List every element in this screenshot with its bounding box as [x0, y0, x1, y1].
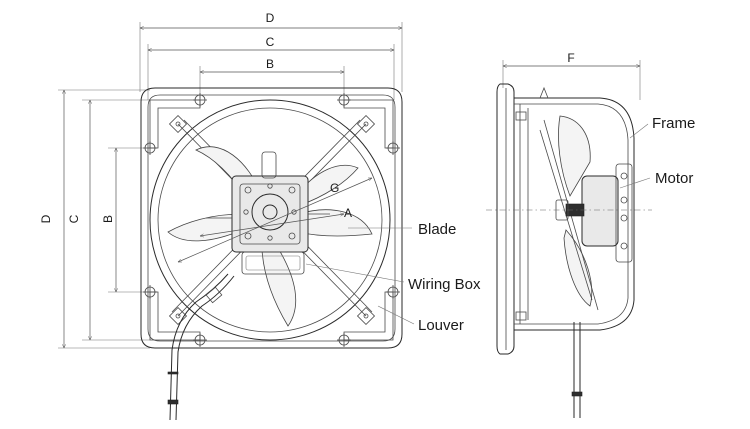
- mounting-holes: [143, 93, 400, 347]
- callout-wiring-box: Wiring Box: [408, 276, 481, 293]
- side-housing: [514, 97, 635, 331]
- wiring-box-leader: [305, 263, 405, 283]
- dim-label-a: A: [344, 206, 352, 220]
- callout-blade: Blade: [418, 221, 456, 238]
- side-blade-upper: [558, 115, 591, 197]
- dim-label-f: F: [567, 51, 574, 65]
- louver-leader: [377, 305, 415, 325]
- dim-label-c-side: C: [67, 214, 81, 223]
- dim-label-d-side: D: [39, 214, 53, 223]
- shroud-ring-inner: [157, 107, 383, 333]
- dim-label-d-top: D: [266, 11, 275, 25]
- blade-lower: [261, 247, 297, 327]
- side-motor-body: [581, 175, 619, 247]
- side-flange: [496, 83, 515, 355]
- side-top-tab: [539, 86, 549, 99]
- side-cable-band: [571, 391, 583, 397]
- callout-frame: Frame: [652, 115, 695, 132]
- inner-frame-edge: [147, 94, 396, 342]
- callout-motor: Motor: [655, 170, 693, 187]
- power-cable: [167, 273, 235, 421]
- side-motor-bolts: [620, 172, 628, 250]
- motor-mount-box: [231, 175, 309, 253]
- side-housing-inner: [514, 103, 629, 325]
- callout-louver: Louver: [418, 317, 464, 334]
- side-top-clip: [515, 111, 527, 121]
- outer-frame: [140, 87, 403, 349]
- dim-label-b-side: B: [101, 215, 115, 223]
- side-view: F Frame: [486, 51, 695, 418]
- side-bottom-clip: [515, 311, 527, 321]
- motor-top-bracket: [261, 151, 277, 179]
- dim-line-a: [200, 214, 344, 236]
- frame-leader: [629, 123, 649, 139]
- dim-label-g: G: [330, 181, 339, 195]
- dim-label-c-top: C: [266, 35, 275, 49]
- side-motor-cap: [615, 163, 633, 263]
- dim-label-b-top: B: [266, 57, 274, 71]
- front-view: D C B D C B: [39, 11, 481, 421]
- motor-leader: [619, 177, 651, 189]
- shroud-ring-outer: [149, 99, 391, 341]
